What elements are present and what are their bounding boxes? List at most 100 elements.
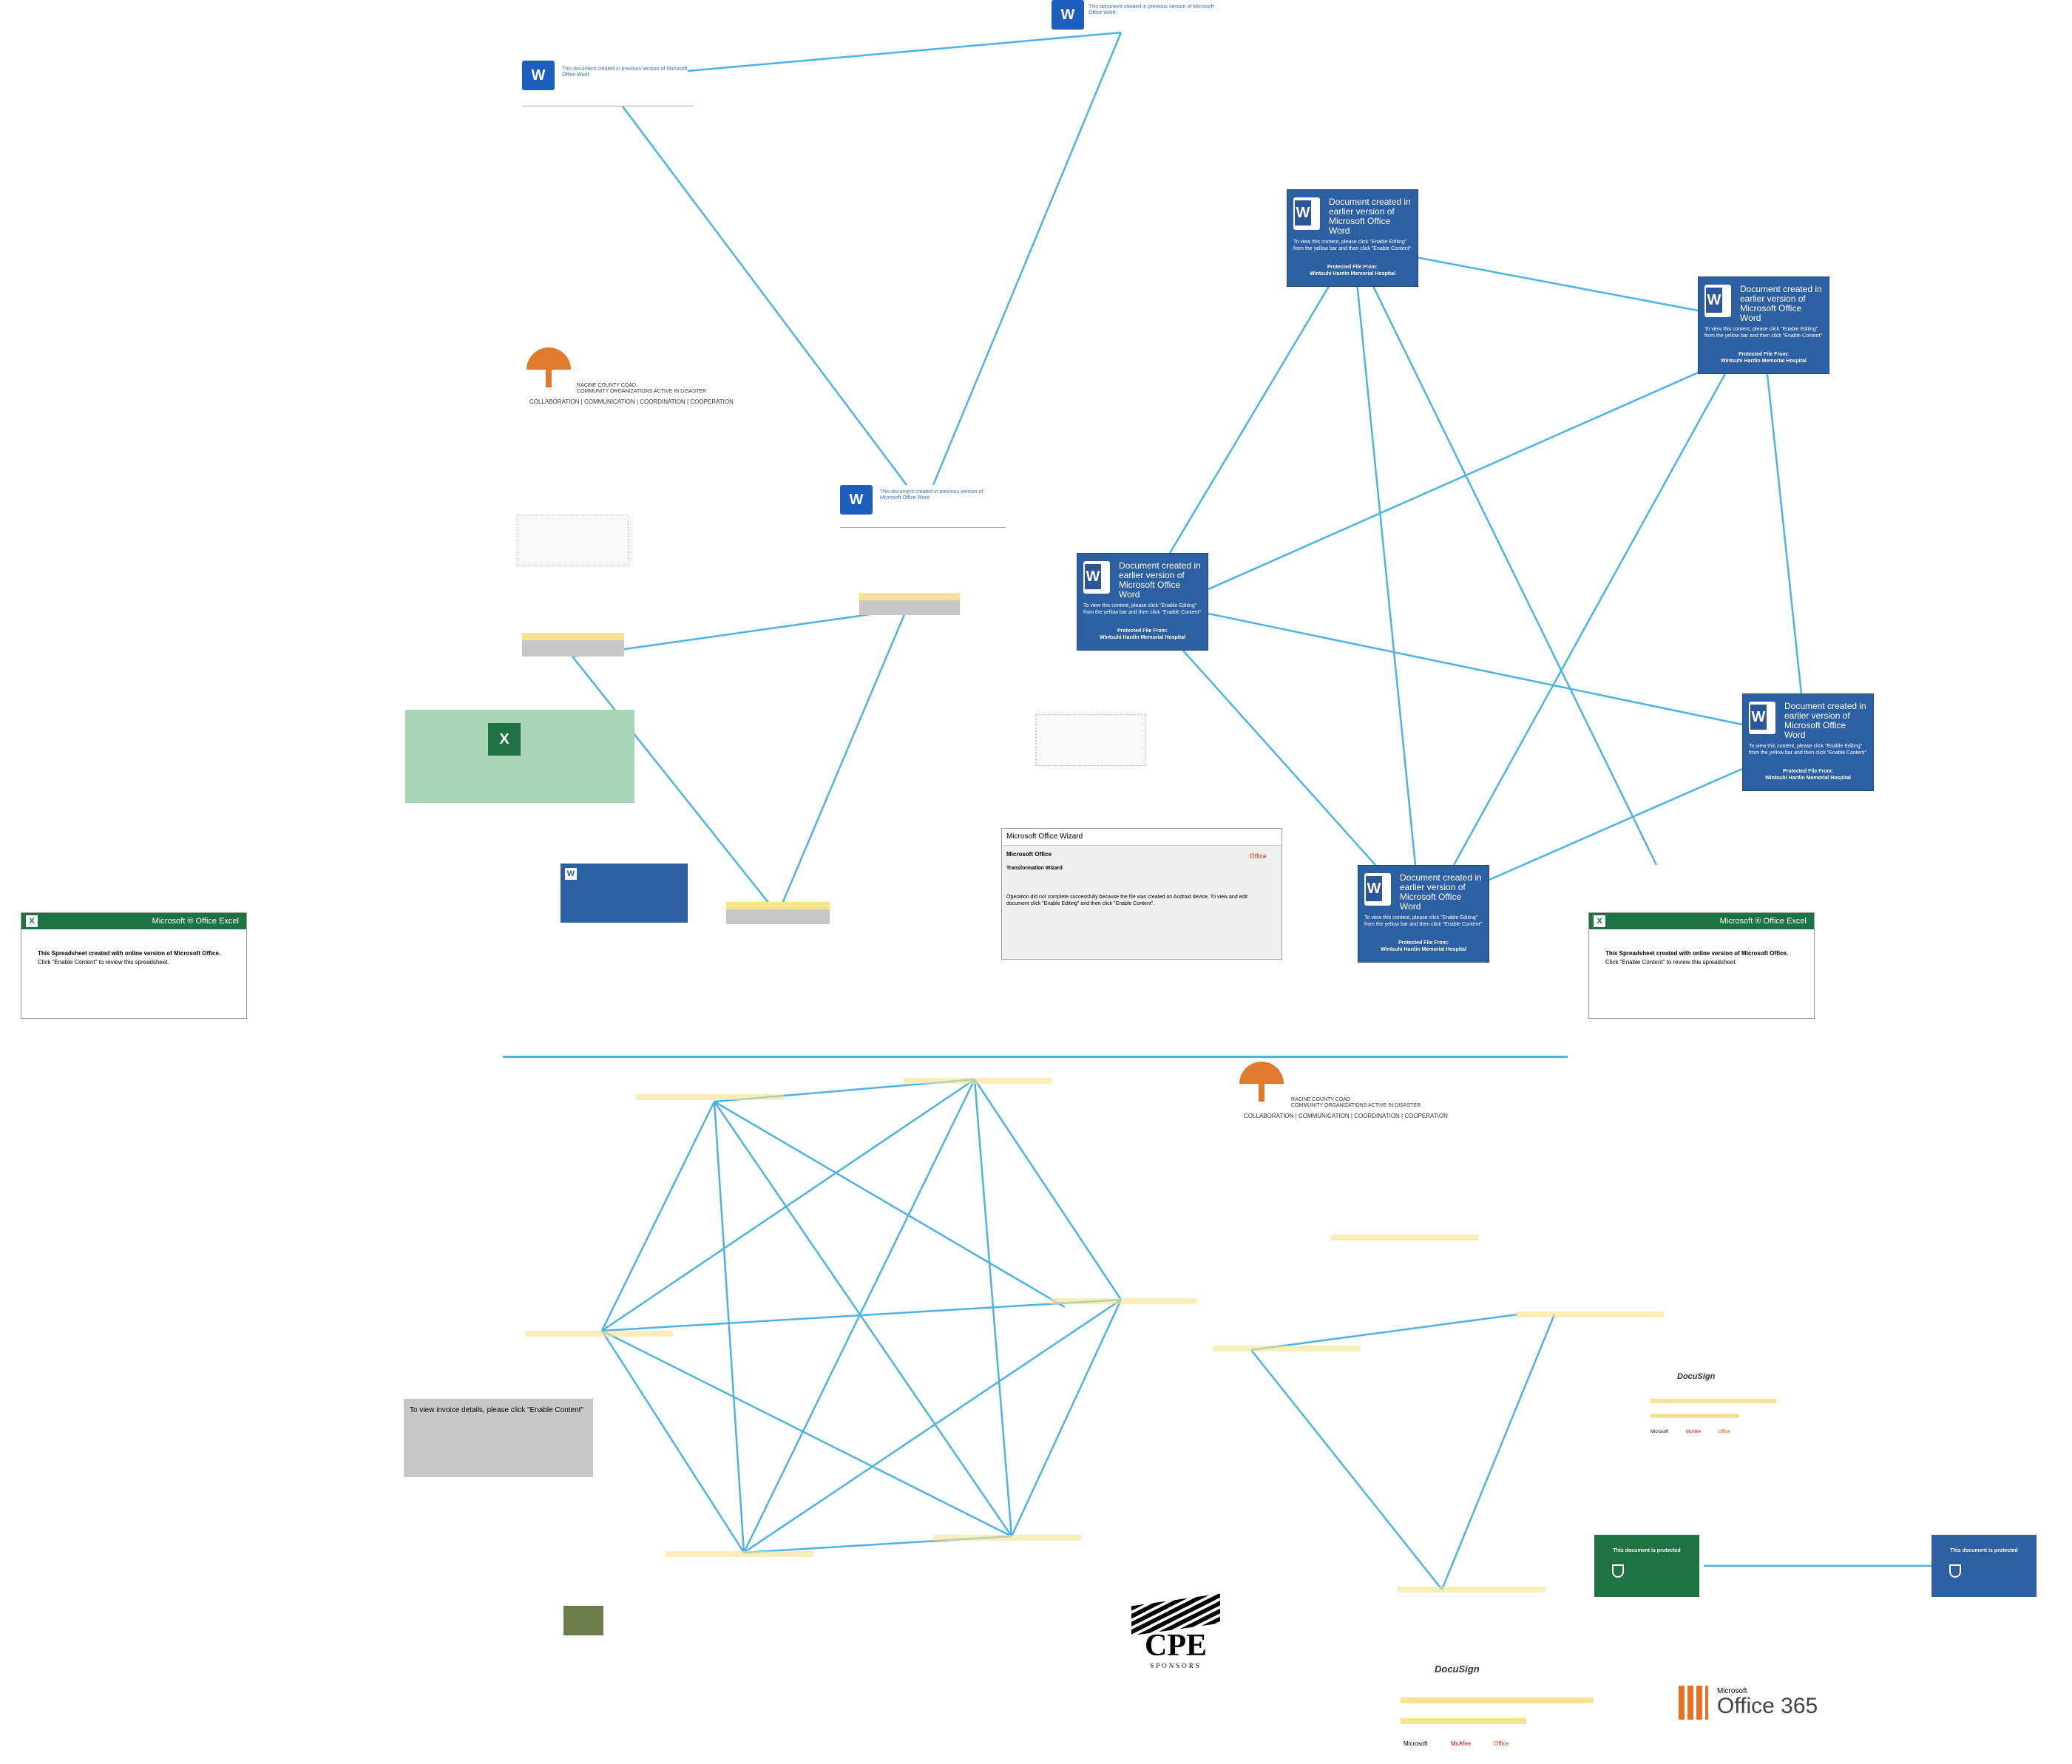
office-logo: Office — [1494, 1740, 1509, 1747]
edge — [600, 1330, 745, 1553]
tile-org: Wintsuhi Hardin Memorial Hospital — [1310, 271, 1395, 277]
protected-doc-green[interactable]: This document is protected — [1594, 1535, 1699, 1597]
racine-coad-logo: RACINE COUNTY COAD COMMUNITY ORGANIZATIO… — [1228, 1062, 1464, 1121]
racine-coad-logo: RACINE COUNTY COAD COMMUNITY ORGANIZATIO… — [518, 347, 739, 407]
edge-label-node[interactable] — [1213, 1346, 1361, 1351]
word-tile-node[interactable]: W Document created in earlier version of… — [1698, 277, 1829, 374]
edge — [1169, 355, 1736, 608]
small-word-node[interactable]: W This document created in previous vers… — [522, 61, 694, 106]
edge-label-node[interactable] — [1050, 1298, 1198, 1304]
docusign-logo: DocuSign — [1677, 1372, 1716, 1381]
photo-thumbnail[interactable] — [563, 1606, 603, 1635]
edge-label-node[interactable] — [636, 1094, 784, 1100]
edge — [572, 608, 907, 658]
tile-title: Document created in earlier version of M… — [1400, 872, 1482, 912]
racine-tagline: COLLABORATION | COMMUNICATION | COORDINA… — [529, 398, 734, 405]
edge — [1208, 612, 1743, 726]
edge-label-node[interactable] — [666, 1551, 813, 1557]
word-icon: W — [1083, 561, 1110, 594]
tile-protected: Protected File From: — [1327, 265, 1378, 270]
warning-bar-node[interactable] — [726, 902, 830, 924]
excel-card-line2: Click "Enable Content" to review this sp… — [38, 959, 169, 966]
racine-sub: COMMUNITY ORGANIZATIONS ACTIVE IN DISAST… — [1291, 1103, 1421, 1108]
edge-label-node[interactable] — [1516, 1312, 1664, 1317]
docusign-node[interactable]: DocuSign Microsoft McAfee Office — [1398, 1660, 1597, 1752]
tile-org: Wintsuhi Hardin Memorial Hospital — [1100, 635, 1185, 640]
cpe-sub: SPONSORS — [1150, 1662, 1202, 1669]
edge — [1250, 1313, 1518, 1351]
protected-label: This document is protected — [1950, 1548, 2018, 1553]
cpe-main: CPE — [1145, 1629, 1207, 1663]
excel-card-line1: This Spreadsheet created with online ver… — [1605, 950, 1789, 957]
tile-org: Wintsuhi Hardin Memorial Hospital — [1765, 776, 1851, 781]
word-icon: W — [522, 61, 555, 90]
shield-icon — [1949, 1564, 1961, 1578]
excel-card-line1: This Spreadsheet created with online ver… — [38, 950, 221, 957]
word-blue-small-node[interactable]: W — [561, 864, 688, 923]
edge — [1489, 767, 1743, 881]
cpe-sponsors-logo: CPE SPONSORS — [1131, 1593, 1220, 1681]
invoice-node[interactable]: To view invoice details, please click "E… — [404, 1399, 593, 1477]
office-logo: Office — [1249, 852, 1267, 860]
edge-label-node[interactable] — [904, 1078, 1052, 1084]
tile-org: Wintsuhi Hardin Memorial Hospital — [1721, 359, 1807, 364]
wizard-product: Microsoft Office — [1006, 851, 1052, 858]
edge-label-node[interactable] — [933, 1535, 1081, 1541]
word-tile-node[interactable]: W Document created in earlier version of… — [1742, 693, 1874, 791]
edge — [973, 1079, 1123, 1300]
tile-protected: Protected File From: — [1782, 769, 1834, 774]
tree-icon — [1239, 1062, 1284, 1106]
word-icon: W — [840, 485, 873, 515]
edge — [932, 32, 1123, 486]
shield-icon — [1612, 1564, 1624, 1578]
edge — [1010, 1299, 1123, 1537]
word-icon: W — [1052, 0, 1084, 30]
o365-product: Office 365 — [1717, 1694, 1818, 1718]
excel-card-line2: Click "Enable Content" to review this sp… — [1605, 959, 1737, 966]
small-word-node[interactable]: W This document created in previous vers… — [840, 485, 1006, 528]
tile-instructions: To view this content, please click "Enab… — [1749, 744, 1867, 756]
edge — [1168, 245, 1355, 554]
word-icon: W — [565, 868, 577, 880]
edge-label-node[interactable] — [1398, 1587, 1545, 1592]
tile-org: Wintsuhi Hardin Memorial Hospital — [1381, 947, 1466, 952]
edge — [601, 1078, 975, 1332]
word-icon: W — [1704, 285, 1731, 317]
office-wizard-node[interactable]: Microsoft Office Wizard Microsoft Office… — [1001, 828, 1282, 960]
excel-card-title: Microsoft ® Office Excel — [152, 917, 239, 926]
docusign-logo: DocuSign — [1435, 1663, 1480, 1675]
tile-title: Document created in earlier version of M… — [1329, 197, 1411, 236]
protected-doc-blue[interactable]: This document is protected — [1932, 1535, 2037, 1597]
protected-label: This document is protected — [1613, 1548, 1681, 1553]
excel-icon: X — [1594, 915, 1605, 927]
word-tile-node[interactable]: W Document created in earlier version of… — [1287, 189, 1418, 287]
edge — [1352, 245, 1417, 866]
word-tile-node[interactable]: W Document created in earlier version of… — [1077, 553, 1208, 651]
edge — [781, 608, 908, 904]
wizard-sub: Transformation Wizard — [1006, 866, 1063, 871]
edge-label-node[interactable] — [525, 1331, 673, 1337]
docusign-node[interactable]: DocuSign Microsoft McAfee Office — [1648, 1369, 1781, 1443]
small-word-node[interactable]: W This document created in previous vers… — [1049, 0, 1226, 33]
edge — [743, 1298, 1122, 1554]
tile-protected: Protected File From: — [1117, 628, 1168, 634]
excel-green-node[interactable]: X — [405, 710, 634, 803]
edge-label-node[interactable] — [1331, 1235, 1479, 1241]
mcafee-logo: McAfee — [1451, 1740, 1472, 1747]
o365-brand: Microsoft — [1717, 1687, 1747, 1695]
office-logo: Office — [1719, 1430, 1730, 1434]
warning-bar-node[interactable] — [522, 633, 624, 657]
tile-protected: Protected File From: — [1738, 352, 1790, 357]
wizard-title: Microsoft Office Wizard — [1006, 832, 1083, 841]
edge — [601, 1329, 1012, 1538]
form-thumbnail[interactable] — [518, 515, 629, 566]
word-tile-node[interactable]: W Document created in earlier version of… — [1358, 865, 1489, 963]
edge — [1250, 1349, 1443, 1590]
warning-bar-node[interactable] — [859, 593, 960, 615]
form-thumbnail[interactable] — [1035, 714, 1146, 766]
edge — [1440, 1314, 1556, 1590]
edge — [622, 106, 907, 486]
word-icon: W — [1364, 873, 1391, 906]
